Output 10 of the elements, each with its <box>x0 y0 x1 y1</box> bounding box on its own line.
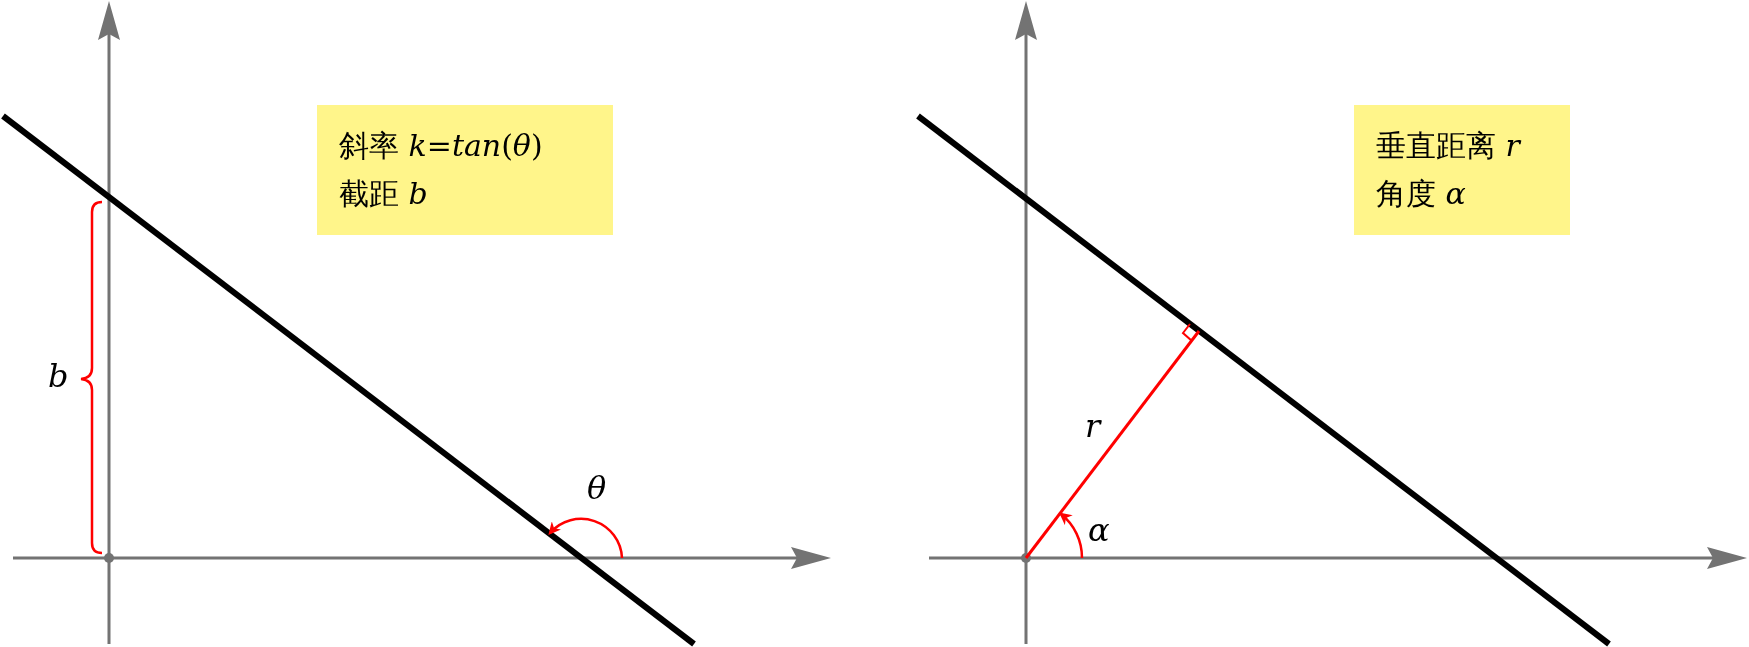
note-box <box>1354 105 1570 235</box>
math-label: α <box>1088 512 1110 548</box>
math-label: b <box>48 358 69 394</box>
formula-text: 垂直距离 r <box>1376 127 1522 165</box>
formula-text: 斜率 k=tan(θ) <box>339 127 544 165</box>
math-label: θ <box>587 470 607 506</box>
formula-text: 角度 α <box>1376 175 1467 213</box>
formula-text: 截距 b <box>339 175 429 213</box>
note-box <box>317 105 613 235</box>
math-label: r <box>1085 408 1101 444</box>
